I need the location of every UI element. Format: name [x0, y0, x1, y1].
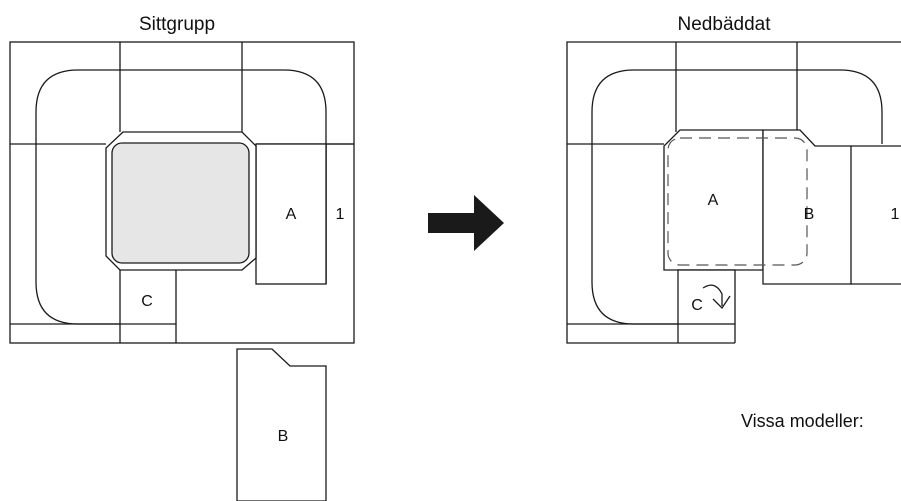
module-b-label: B: [804, 206, 815, 223]
rotate-arrow-curve: [702, 284, 723, 306]
backrest-outline: [35, 69, 327, 325]
sofa-outer-frame: [9, 41, 355, 344]
module-1-label: 1: [336, 206, 345, 223]
sittgrupp-title: Sittgrupp: [139, 14, 215, 35]
nedbaddat-title: Nedbäddat: [678, 14, 772, 35]
module-1-label: 1: [891, 206, 900, 223]
center-cushion: [111, 142, 250, 264]
right-arrow-icon: [428, 195, 504, 251]
sittgrupp-panel: Sittgrupp A 1 C B: [9, 14, 355, 501]
sofa-outer-frame: [566, 41, 901, 344]
loose-module-b: [236, 348, 327, 501]
rotate-arrow-icon: [702, 284, 731, 310]
module-c-label: C: [141, 293, 153, 310]
module-c-label: C: [691, 297, 703, 314]
backrest-outline: [591, 69, 883, 325]
module-c: [677, 269, 736, 325]
rotate-arrow-head: [712, 295, 731, 310]
note-text: Vissa modeller:: [741, 411, 864, 431]
dashed-cushion-outline: [667, 137, 808, 266]
module-a-label: A: [286, 206, 297, 223]
module-a-label: A: [708, 192, 719, 209]
module-b-label: B: [278, 428, 289, 445]
nedbaddat-panel: Nedbäddat A B 1 C Vissa modeller:: [566, 14, 901, 431]
